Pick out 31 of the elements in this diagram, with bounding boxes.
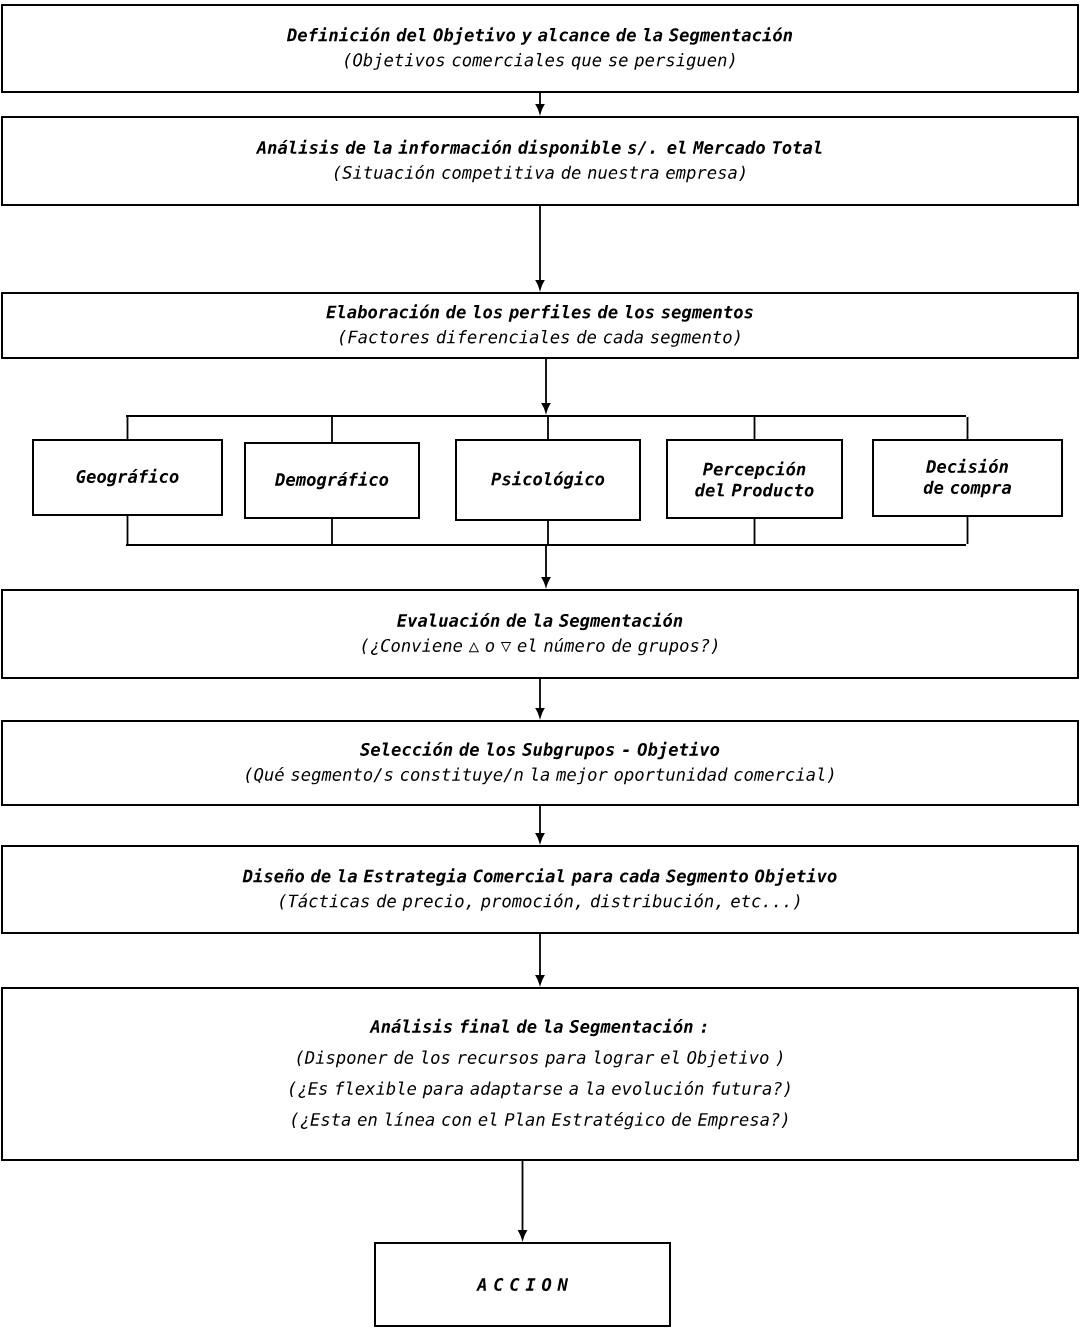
arrow — [541, 545, 551, 587]
connector-line — [126, 515, 129, 545]
arrow — [541, 358, 551, 413]
connector-line — [753, 518, 756, 545]
arrow — [535, 805, 545, 843]
arrow — [535, 92, 545, 114]
connector-line — [547, 520, 549, 545]
connector-line — [331, 416, 333, 443]
step-box: Diseño de la Estrategia Comercial para cada Segmento Objetivo (Tácticas de precio, promoción, distribución, etc...) — [1, 845, 1079, 934]
step-box: Elaboración de los perfiles de los segmentos (Factores diferenciales de cada segmento) — [1, 292, 1079, 359]
connector-line — [966, 516, 969, 545]
step-box: Definición del Objetivo y alcance de la Segmentación (Objetivos comerciales que se persiguen) — [1, 4, 1079, 93]
category-box: Percepción del Producto — [666, 439, 843, 519]
connector-line — [331, 518, 333, 545]
connector-line — [753, 416, 756, 440]
connector-line — [966, 416, 969, 440]
step-box: Análisis final de la Segmentación : (Disponer de los recursos para lograr el Objetivo ) (¿Es flexible para adaptarse a la evolución futura?) (¿Esta en línea con el Plan Estratégico de Empresa?) — [1, 987, 1079, 1161]
category-box: Psicológico — [455, 439, 641, 521]
category-box: Geográfico — [32, 439, 223, 516]
arrow — [535, 678, 545, 718]
arrow — [535, 205, 545, 290]
arrow — [535, 933, 545, 985]
step-box: Evaluación de la Segmentación (¿Conviene △ o ▽ el número de grupos?) — [1, 589, 1079, 679]
category-box: Decisión de compra — [872, 439, 1063, 517]
step-box: Análisis de la información disponible s/. el Mercado Total (Situación competitiva de nuestra empresa) — [1, 116, 1079, 206]
connector-line — [547, 416, 549, 440]
connector-line — [126, 416, 129, 440]
arrow — [518, 1160, 527, 1240]
action-box: A C C I O N — [374, 1242, 671, 1327]
category-box: Demográfico — [244, 442, 420, 519]
step-box: Selección de los Subgrupos - Objetivo (Qué segmento/s constituye/n la mejor oportunidad comercial) — [1, 720, 1079, 806]
